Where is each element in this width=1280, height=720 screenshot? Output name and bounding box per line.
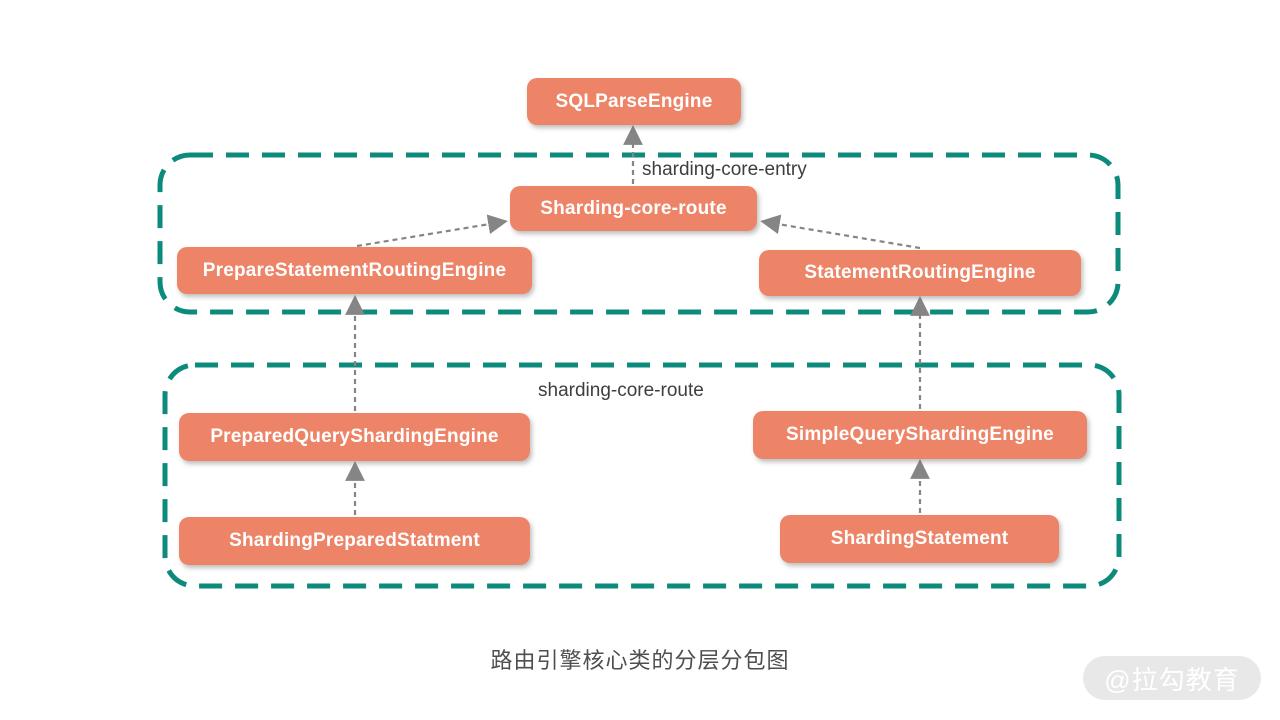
watermark-badge: @拉勾教育 — [1083, 656, 1261, 700]
container-label-sharding-core-route: sharding-core-route — [538, 380, 704, 401]
node-shardingstatement: ShardingStatement — [780, 515, 1059, 563]
node-sharding-core-route: Sharding-core-route — [510, 186, 757, 231]
node-simplequeryshardingengine: SimpleQueryShardingEngine — [753, 411, 1087, 459]
node-sqlparseengine: SQLParseEngine — [527, 78, 741, 125]
node-shardingpreparedstatment: ShardingPreparedStatment — [179, 517, 530, 565]
node-preparedquueryshardingengine: PreparedQueryShardingEngine — [179, 413, 530, 461]
diagram-caption: 路由引擎核心类的分层分包图 — [490, 648, 790, 673]
node-statementroutingengine: StatementRoutingEngine — [759, 250, 1081, 296]
arrow-preparestatementroutingengine-to-sharding-core-route — [356, 214, 508, 248]
node-preparestatementroutingengine: PrepareStatementRoutingEngine — [177, 247, 532, 294]
container-label-sharding-core-entry: sharding-core-entry — [642, 159, 807, 180]
arrow-statementroutingengine-to-sharding-core-route — [760, 214, 921, 250]
